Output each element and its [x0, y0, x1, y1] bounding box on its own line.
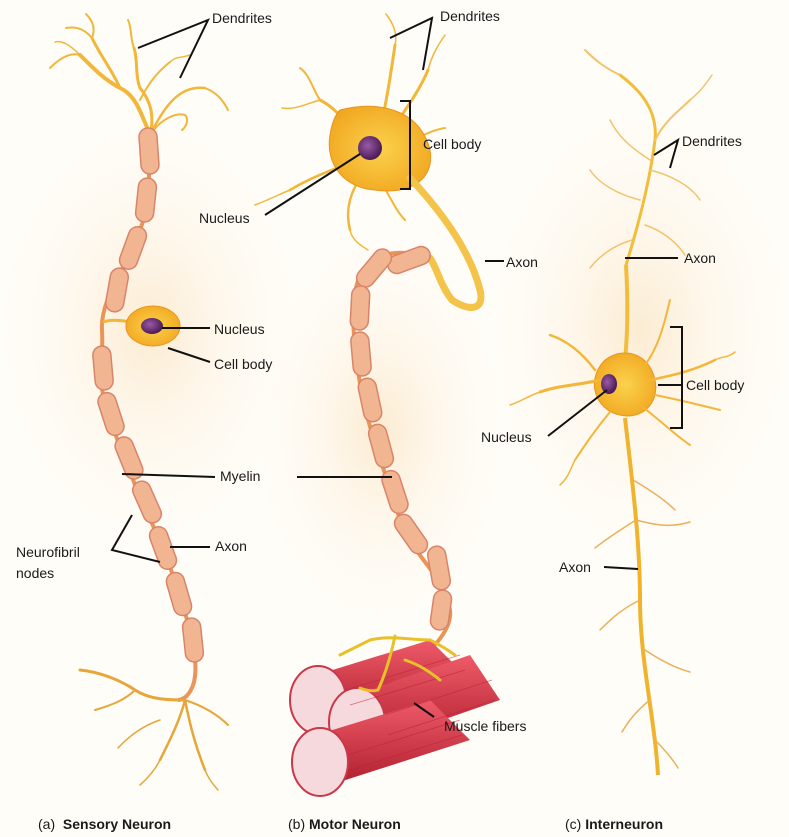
- sensory-nucleus-label: Nucleus: [214, 321, 265, 337]
- motor-neuron: [255, 14, 500, 796]
- interneuron: [510, 50, 735, 775]
- inter-cell-body-label: Cell body: [686, 377, 744, 393]
- inter-axon-top-label: Axon: [684, 250, 716, 266]
- sensory-cell-body-label: Cell body: [214, 356, 272, 372]
- inter-nucleus: [601, 374, 617, 394]
- neurofibril-nodes-label-line2: nodes: [16, 565, 54, 581]
- sensory-neuron: [50, 14, 228, 790]
- inter-nucleus-label: Nucleus: [481, 429, 532, 445]
- caption-interneuron: (c) Interneuron: [565, 816, 663, 832]
- caption-motor-name: Motor Neuron: [309, 816, 401, 832]
- caption-motor: (b) Motor Neuron: [288, 816, 401, 832]
- sensory-dendrites-label: Dendrites: [212, 10, 272, 26]
- sensory-axon-label: Axon: [215, 538, 247, 554]
- motor-axon-label: Axon: [506, 254, 538, 270]
- motor-nucleus: [358, 136, 382, 160]
- motor-nucleus-label: Nucleus: [199, 210, 250, 226]
- inter-axon-bottom-label: Axon: [559, 559, 591, 575]
- neurofibril-nodes-label-line1: Neurofibril: [16, 544, 80, 560]
- inter-dendrites-label: Dendrites: [682, 133, 742, 149]
- motor-dendrites-label: Dendrites: [440, 8, 500, 24]
- sensory-axon-terminals: [80, 670, 228, 790]
- myelin-label: Myelin: [220, 468, 260, 484]
- muscle-fibers-label: Muscle fibers: [444, 718, 526, 734]
- sensory-myelin-sheath: [92, 127, 204, 662]
- caption-sensory-name: Sensory Neuron: [63, 816, 171, 832]
- sensory-nucleus: [141, 318, 163, 334]
- caption-interneuron-letter: (c): [565, 816, 581, 832]
- caption-interneuron-name: Interneuron: [585, 816, 663, 832]
- caption-sensory-letter: (a): [38, 816, 55, 832]
- motor-myelin-sheath: [350, 244, 453, 631]
- motor-cell-body-label: Cell body: [423, 136, 481, 152]
- inter-dendrites: [585, 50, 712, 268]
- caption-sensory: (a) Sensory Neuron: [38, 816, 171, 832]
- caption-motor-letter: (b): [288, 816, 305, 832]
